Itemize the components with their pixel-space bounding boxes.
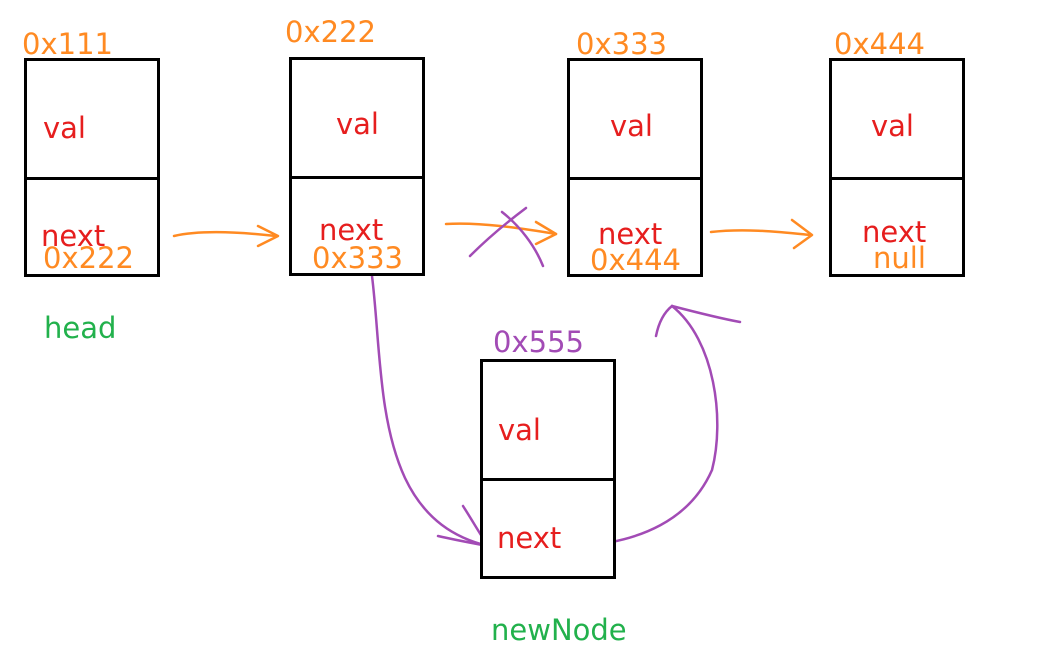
node2-box	[289, 57, 425, 276]
node1-val-label: val	[43, 111, 86, 145]
node4-val-label: val	[871, 109, 914, 143]
node3-box	[567, 58, 703, 277]
node3-divider	[567, 177, 703, 180]
node1-next-value: 0x222	[43, 241, 134, 275]
node2-next-label: next	[319, 213, 384, 247]
new-node-address: 0x555	[493, 325, 584, 359]
node4-next-label: next	[862, 215, 927, 249]
node4-box	[829, 58, 965, 277]
arrow-node2-to-newnode	[370, 274, 490, 548]
node1-divider	[24, 177, 160, 180]
node2-address: 0x222	[285, 15, 376, 49]
arrow-node1-to-node2	[172, 224, 280, 248]
node3-val-label: val	[610, 109, 653, 143]
node3-next-label: next	[598, 217, 663, 251]
node4-address: 0x444	[834, 27, 925, 61]
newnode-label: newNode	[491, 613, 627, 647]
head-label: head	[44, 311, 117, 345]
arrow-newnode-to-node3	[578, 304, 742, 548]
node4-next-value: null	[873, 241, 926, 275]
node3-next-value: 0x444	[590, 243, 681, 277]
node1-box	[24, 58, 160, 277]
arrow-node2-to-node3	[444, 220, 558, 246]
node2-divider	[289, 176, 425, 179]
node4-divider	[829, 177, 965, 180]
new-node-next-label: next	[497, 521, 562, 555]
node2-val-label: val	[336, 107, 379, 141]
node1-next-label: next	[41, 219, 106, 253]
new-node-val-label: val	[498, 413, 541, 447]
node3-address: 0x333	[576, 27, 667, 61]
cross-out-mark	[468, 206, 545, 268]
new-node-divider	[480, 478, 616, 481]
new-node-box	[480, 359, 616, 579]
node2-next-value: 0x333	[312, 241, 403, 275]
arrow-node3-to-node4	[709, 218, 814, 250]
node1-address: 0x111	[22, 27, 113, 61]
